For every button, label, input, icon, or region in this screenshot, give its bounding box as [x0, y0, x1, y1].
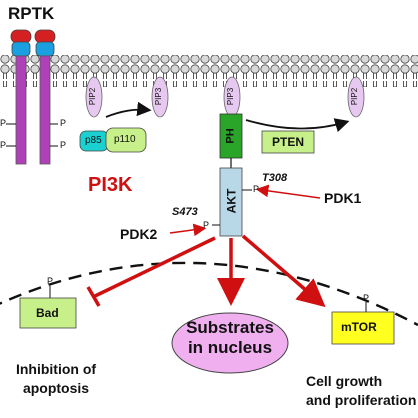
pip2-right-label: PIP2: [350, 87, 360, 106]
p85-label: p85: [85, 135, 102, 146]
p110-subunit: [105, 127, 147, 153]
t308-label: T308: [262, 172, 288, 184]
receptor-cap-left: [10, 29, 32, 44]
substrates-ellipse: [171, 312, 289, 374]
phospho-t308: P: [253, 184, 260, 194]
phospho-receptor-3: P: [0, 118, 7, 128]
receptor-chain-left: [15, 55, 27, 165]
p110-label: p110: [114, 134, 136, 145]
phospho-receptor-1: P: [60, 118, 67, 128]
receptor-cap-right: [34, 29, 56, 44]
cell-membrane: [0, 55, 418, 87]
pdk2-label: PDK2: [120, 226, 158, 242]
s473-label: S473: [172, 206, 198, 218]
bad-box: [19, 297, 77, 329]
rptk-receptor: [6, 29, 58, 165]
pip3-right-label: PIP3: [226, 87, 236, 106]
akt-to-mtor-arrow: [241, 234, 326, 308]
inhibition-of-apoptosis-label: Inhibition of apoptosis: [15, 361, 97, 396]
pten-box: [261, 130, 315, 154]
mtor-box: [331, 311, 395, 345]
pdk2-arrow: [169, 223, 207, 237]
pip2-to-pip3-arrow: [105, 101, 152, 118]
pi3k-label: PI3K: [88, 174, 133, 196]
pip2-left-ellipse: [85, 76, 103, 118]
cell-growth-label: Cell growth and proliferation: [306, 373, 417, 408]
akt-label: AKT: [224, 188, 239, 214]
pip2-right-ellipse: [347, 76, 365, 118]
phospho-receptor-4: P: [0, 140, 7, 150]
phospho-bad: P: [47, 276, 54, 286]
phospho-s473: P: [203, 220, 210, 230]
mtor-label: mTOR: [341, 320, 377, 334]
akt-kinase: [219, 167, 243, 237]
pdk1-label: PDK1: [324, 190, 362, 206]
rptk-label: RPTK: [8, 4, 55, 23]
receptor-chain-right: [39, 55, 51, 165]
nuclear-envelope: [0, 261, 418, 327]
phospho-mtor: P: [363, 293, 370, 303]
ph-label: PH: [224, 128, 237, 144]
pip3-to-pip2-arrow: [245, 118, 350, 133]
bad-label: Bad: [36, 306, 59, 320]
pip2-left-label: PIP2: [88, 87, 98, 106]
phospho-receptor-2: P: [60, 140, 67, 150]
pip3-mid-label: PIP3: [154, 87, 164, 106]
pdk1-arrow: [255, 184, 321, 199]
pip3-mid-ellipse: [151, 76, 169, 118]
substrates-label: Substrates in nucleus: [186, 318, 274, 357]
akt-inhibits-bad: [94, 236, 216, 298]
pten-label: PTEN: [272, 135, 305, 149]
downstream-arrows: [86, 234, 326, 308]
